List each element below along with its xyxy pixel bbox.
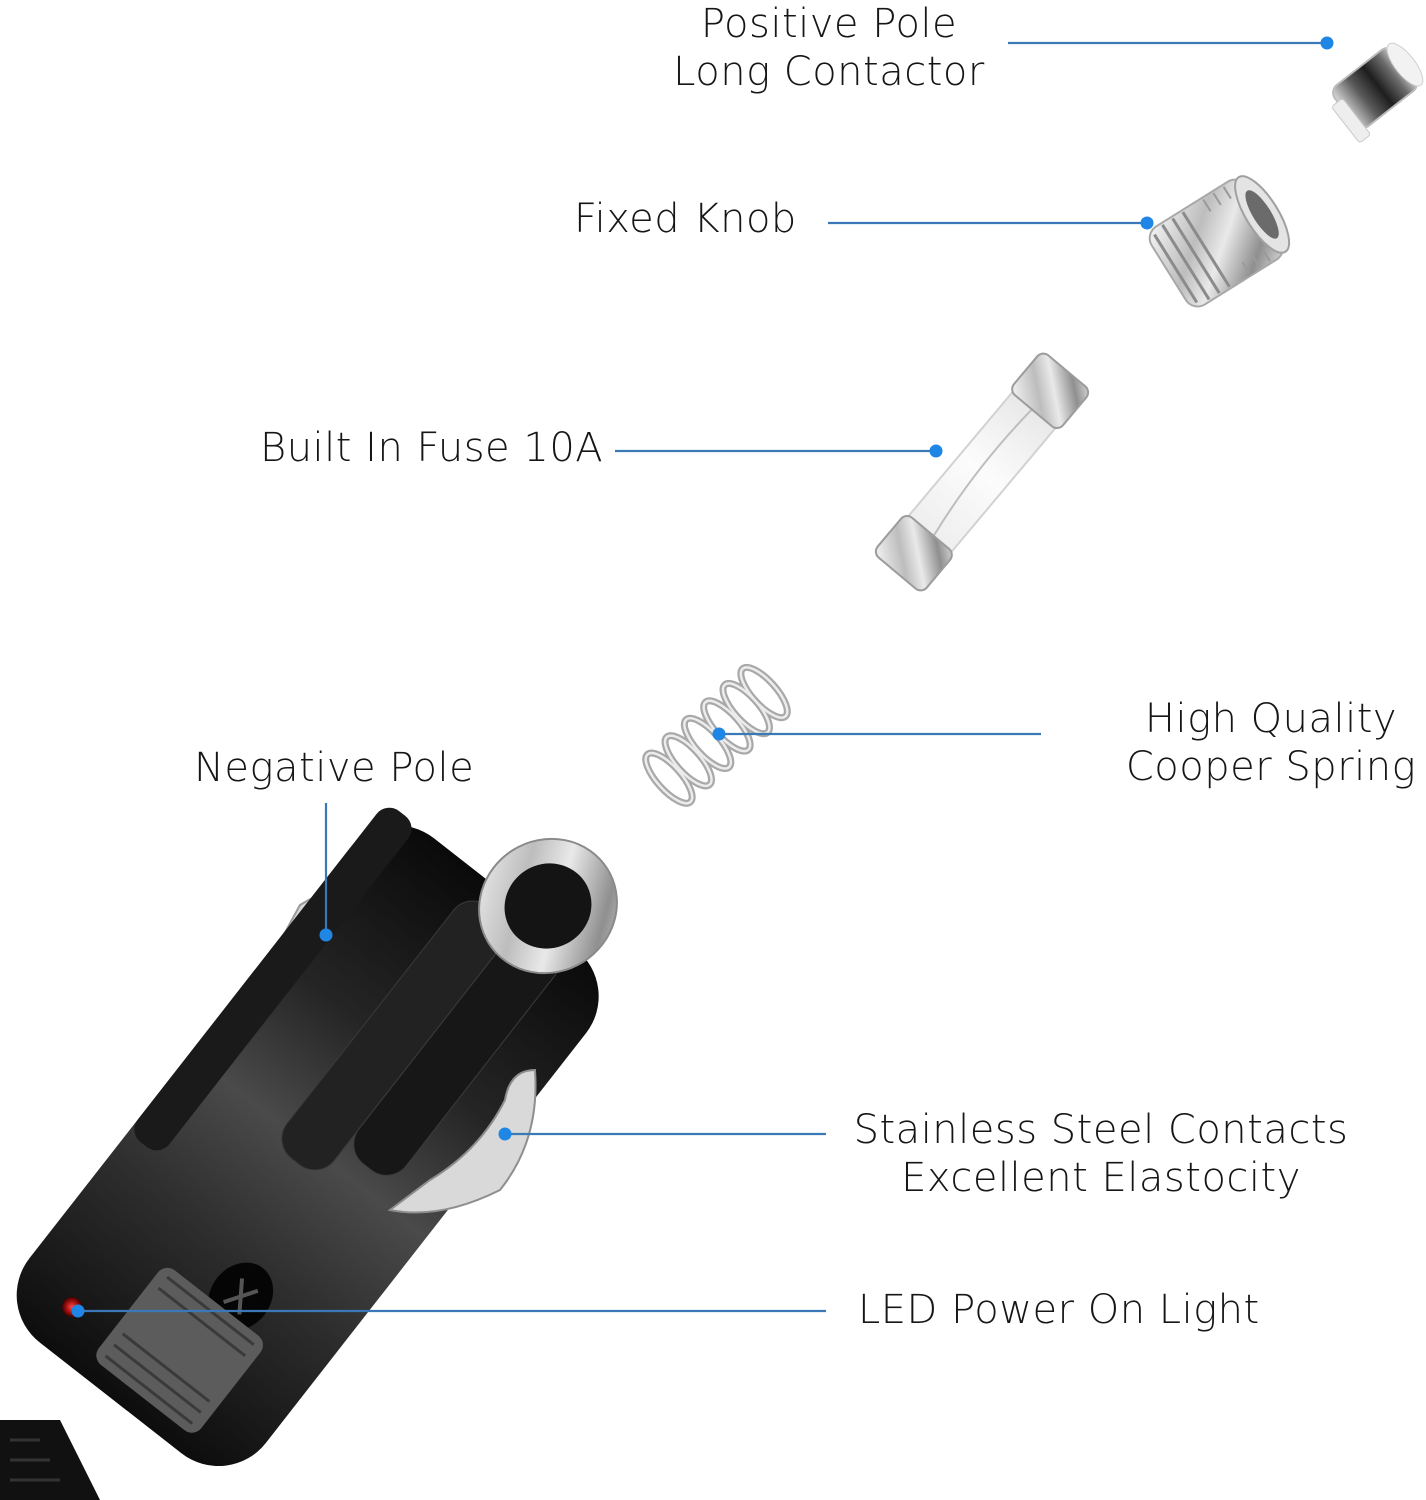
label-fixed-knob: Fixed Knob <box>574 195 797 243</box>
label-positive-pole: Positive Pole Long Contactor <box>664 0 994 96</box>
positive-contactor-part <box>1332 42 1424 143</box>
label-spring: High Quality Cooper Spring <box>1116 695 1426 791</box>
callout-negative-pole-line <box>319 803 333 942</box>
fixed-knob-part <box>1148 175 1291 308</box>
callout-positive-pole-line <box>1008 36 1334 50</box>
fuse-part <box>874 352 1090 592</box>
label-line: Excellent Elastocity <box>901 1155 1301 1201</box>
label-line: Stainless Steel Contacts <box>853 1107 1349 1153</box>
label-line: Negative Pole <box>194 745 475 791</box>
label-line: High Quality <box>1144 696 1398 742</box>
label-line: Cooper Spring <box>1125 744 1417 790</box>
label-fuse: Built In Fuse 10A <box>260 424 603 472</box>
callout-spring-line <box>712 727 1041 741</box>
label-led: LED Power On Light <box>858 1286 1260 1334</box>
callout-led-line <box>71 1304 826 1318</box>
callout-fuse-line <box>615 444 943 458</box>
label-line: Built In Fuse 10A <box>260 425 604 471</box>
label-negative-pole: Negative Pole <box>194 744 474 792</box>
label-contacts: Stainless Steel Contacts Excellent Elast… <box>846 1106 1356 1202</box>
label-line: Fixed Knob <box>574 196 797 242</box>
label-line: Positive Pole <box>700 1 958 47</box>
plug-body-part <box>0 807 618 1500</box>
callout-fixed-knob-line <box>828 216 1154 230</box>
spring-part <box>642 663 791 807</box>
label-line: LED Power On Light <box>858 1287 1260 1333</box>
label-line: Long Contactor <box>673 49 985 95</box>
callout-contacts-line <box>498 1127 826 1141</box>
